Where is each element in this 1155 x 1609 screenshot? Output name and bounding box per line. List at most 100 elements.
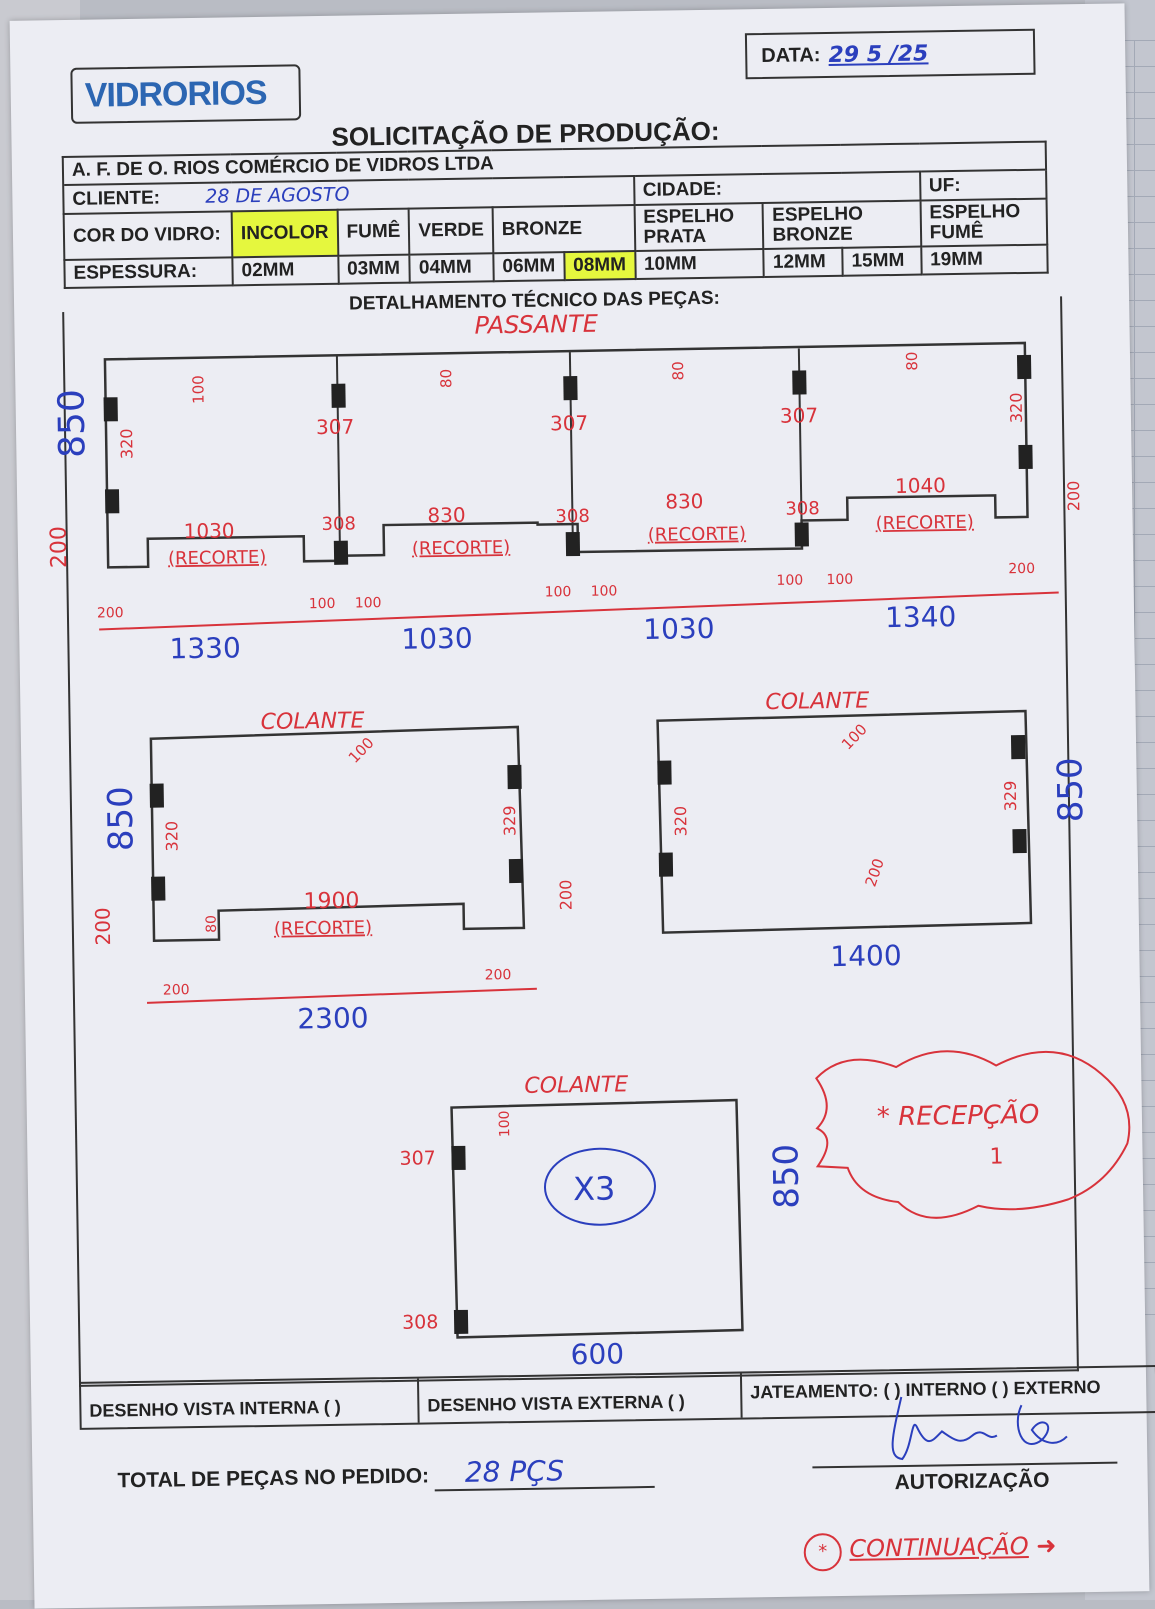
piece2-right-gap: 329 <box>500 805 519 836</box>
piece1-hinge <box>792 370 807 395</box>
piece1-small-dim: 100 <box>776 572 803 588</box>
piece1-recorte-text: (RECORTE) <box>648 523 747 546</box>
view-internal-option[interactable]: DESENHO VISTA INTERNA ( ) <box>81 1378 420 1428</box>
piece1-mark: 80 <box>437 369 455 388</box>
signature-stroke <box>891 1396 1068 1461</box>
piece1-bottom-width: 1030 <box>643 612 715 646</box>
piece1-hinge <box>565 531 581 557</box>
piece1-bottom-width: 1030 <box>401 622 473 656</box>
piece1-recorte-width: 1040 <box>895 473 946 498</box>
continuation-text: CONTINUAÇÃO <box>849 1532 1029 1563</box>
piece2-width: 2300 <box>297 1001 369 1035</box>
piece1-post-label: 307 <box>316 414 355 439</box>
piece2-label: COLANTE <box>260 708 364 735</box>
piece2-dimension-line <box>147 987 537 1004</box>
total-label: TOTAL DE PEÇAS NO PEDIDO: <box>117 1464 430 1493</box>
piece4-quantity-circle <box>543 1147 656 1226</box>
piece1-hinge <box>104 489 120 514</box>
continuation-note: * CONTINUAÇÃO ➜ <box>803 1530 1057 1572</box>
piece3-width: 1400 <box>830 939 902 973</box>
piece1-recorte-width: 830 <box>427 503 466 528</box>
piece1-small-dim: 200 <box>1008 561 1035 577</box>
total-value: 28 PÇS <box>434 1452 656 1492</box>
piece2-left-gap: 320 <box>162 821 181 852</box>
piece1-small-dim: 100 <box>591 583 618 599</box>
piece1-label: PASSANTE <box>474 310 599 340</box>
piece1-recorte-text: (RECORTE) <box>875 512 974 535</box>
piece4-hinge <box>453 1309 469 1335</box>
piece1-mark: 80 <box>669 361 687 380</box>
piece3-right-gap: 329 <box>1001 781 1020 812</box>
piece1-hinge <box>563 375 578 401</box>
piece2-cut-height: 200 <box>91 907 116 946</box>
reception-note: * RECEPÇÃO 1 <box>815 1050 1131 1219</box>
piece1-mark: 100 <box>189 375 207 404</box>
piece-colante-2: COLANTE 100 200 320 329 850 1400 <box>656 688 1091 973</box>
piece1-small-dim: 100 <box>826 572 853 588</box>
note-sub: 1 <box>989 1144 1003 1169</box>
piece1-recorte-width: 830 <box>665 489 704 514</box>
piece3-outline <box>656 709 1033 934</box>
piece4-width: 600 <box>570 1337 624 1371</box>
piece1-small-dim: 100 <box>545 584 572 600</box>
piece1-hinge <box>103 397 118 422</box>
piece1-bottom-width: 1330 <box>169 631 241 665</box>
piece1-hinge <box>1016 354 1032 380</box>
piece3-center-mark: 200 <box>862 856 888 889</box>
piece1-post-label: 307 <box>550 411 589 436</box>
piece1-small-dim: 200 <box>97 605 124 621</box>
note-text: * RECEPÇÃO <box>877 1098 1040 1133</box>
piece1-dimension-line <box>99 591 1059 631</box>
total-pieces: TOTAL DE PEÇAS NO PEDIDO: 28 PÇS <box>117 1452 656 1496</box>
piece2-recorte-width: 1900 <box>303 888 359 914</box>
piece4-hinge <box>451 1145 466 1171</box>
piece2-hinge <box>508 858 524 884</box>
piece4-height: 850 <box>766 1144 807 1210</box>
piece3-hinge <box>657 760 672 785</box>
piece2-recorte-text: (RECORTE) <box>274 917 373 940</box>
piece1-outline <box>103 341 1029 569</box>
piece1-recorte-text: (RECORTE) <box>168 547 267 570</box>
piece1-hinge-gap: 320 <box>1007 392 1026 423</box>
piece1-post-label: 308 <box>321 513 356 535</box>
piece1-recorte-text: (RECORTE) <box>412 537 511 560</box>
piece4-quantity: X3 <box>573 1169 616 1208</box>
piece-passante: PASSANTE 850 200 320 320 307 307 307 308… <box>47 310 1084 666</box>
piece1-small-dim: 100 <box>355 595 382 611</box>
piece1-post-label: 308 <box>785 498 820 520</box>
piece4-bottom-post: 308 <box>402 1311 439 1334</box>
piece2-hinge <box>151 876 166 901</box>
piece1-cut-height: 200 <box>47 526 73 568</box>
arrow-right-icon: ➜ <box>1036 1531 1057 1560</box>
piece3-hinge <box>658 852 674 877</box>
piece1-height: 850 <box>51 389 93 458</box>
production-sheet: VIDRORIOS DATA: 29 5 /25 SOLICITAÇÃO DE … <box>9 3 1155 1609</box>
piece4-outline <box>450 1098 744 1339</box>
piece1-hinge <box>333 540 349 565</box>
piece3-label: COLANTE <box>765 688 869 715</box>
piece-colante-1: COLANTE 100 850 200 320 329 200 1900 (RE… <box>91 708 576 1035</box>
piece1-hinge <box>331 383 346 408</box>
piece-colante-3: COLANTE 307 308 100 X3 850 600 <box>399 1072 807 1371</box>
technical-drawing: PASSANTE 850 200 320 320 307 307 307 308… <box>47 310 1131 1371</box>
piece1-post-label: 307 <box>780 403 819 428</box>
piece2-right-cut: 200 <box>556 880 575 911</box>
piece1-left-gap: 320 <box>117 428 136 459</box>
piece1-post-label: 308 <box>555 506 590 528</box>
piece1-mark: 80 <box>903 351 921 370</box>
piece2-hinge <box>149 783 164 808</box>
piece3-left-gap: 320 <box>671 806 690 837</box>
view-external-option[interactable]: DESENHO VISTA EXTERNA ( ) <box>418 1373 743 1423</box>
piece2-outline <box>149 725 526 942</box>
piece1-small-dim: 100 <box>309 596 336 612</box>
authorization-label: AUTORIZAÇÃO <box>894 1468 1050 1495</box>
piece1-right-cut: 200 <box>1064 481 1083 512</box>
piece1-hinge <box>794 522 809 547</box>
piece2-hinge <box>507 764 522 790</box>
piece3-mark: 100 <box>838 720 871 753</box>
piece3-height: 850 <box>1050 757 1091 823</box>
piece1-bottom-width: 1340 <box>885 600 957 634</box>
piece2-small-dim: 200 <box>163 982 190 998</box>
piece4-label: COLANTE <box>524 1072 628 1099</box>
piece2-small-dim: 200 <box>485 967 512 983</box>
